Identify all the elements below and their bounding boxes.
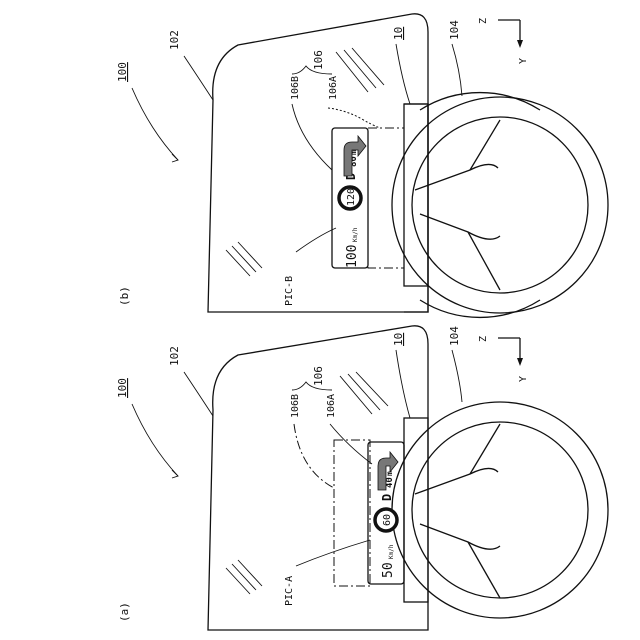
hud-picture-b: 100 Km/h 120 D 80 m: [332, 128, 368, 268]
axes-b: Z Y: [478, 18, 529, 64]
label-a: (a): [118, 602, 131, 622]
arrowhead-b-100: [172, 154, 178, 162]
ref-b-106a: 106A: [328, 76, 339, 100]
hud-a-speed: 50: [381, 562, 396, 578]
display-area-106a: [368, 128, 404, 268]
steering-wheel: [392, 402, 608, 618]
leader-b-100: [132, 88, 178, 160]
axis-b-z: Z: [478, 18, 489, 24]
picture-label-a: PIC-A: [284, 576, 295, 606]
hud-b-limit: 120: [346, 188, 357, 206]
leader-a-104: [452, 350, 462, 402]
hud-a-speed-unit: Km/h: [388, 544, 395, 559]
ref-a-102: 102: [168, 346, 181, 366]
ref-a-104: 104: [448, 326, 461, 346]
ref-a-106a: 106A: [326, 394, 337, 418]
hud-a-gear: D: [380, 494, 394, 501]
ref-b-106b: 106B: [290, 76, 301, 100]
windshield-glare: [226, 48, 384, 276]
ref-a-10: 10: [392, 333, 405, 346]
ref-b-10: 10: [392, 27, 405, 40]
device-10: [404, 418, 428, 602]
leader-b-102: [184, 56, 213, 100]
ref-a-100: 100: [116, 378, 129, 398]
ref-b-104: 104: [448, 20, 461, 40]
axes-a: Z Y: [478, 336, 529, 382]
picture-label-b: PIC-B: [284, 276, 295, 306]
leader-b-pic: [296, 228, 336, 252]
figure-b: 100 Km/h 120 D 80 m (b) 100 102 106 106B…: [116, 14, 608, 318]
arrowhead-a-100: [172, 470, 178, 478]
hud-picture-a: 50 Km/h 60 D 40 m: [368, 442, 404, 584]
leader-b-10: [396, 44, 410, 104]
axis-b-y: Y: [518, 58, 529, 64]
ref-b-100: 100: [116, 62, 129, 82]
leader-a-pic: [296, 540, 370, 566]
windshield-glare: [226, 372, 388, 594]
axis-a-z: Z: [478, 336, 489, 342]
leader-b-104: [452, 44, 462, 96]
leader-a-106b: [294, 424, 334, 488]
turn-arrow-icon-b: [344, 136, 366, 176]
leader-b-106b: [292, 104, 332, 170]
device-10: [404, 104, 428, 286]
hud-a-limit: 60: [382, 514, 393, 526]
leader-a-10: [396, 350, 410, 418]
ref-b-106: 106: [312, 50, 325, 70]
hud-b-speed-unit: Km/h: [352, 227, 359, 242]
hud-b-speed: 100: [345, 245, 360, 268]
figure-a: 50 Km/h 60 D 40 m (a) 100 102 106 106B 1…: [116, 326, 608, 630]
display-area-106b-link: [328, 108, 380, 128]
ref-a-106b: 106B: [290, 394, 301, 418]
leader-a-106a: [330, 424, 372, 464]
dashboard-housing: [404, 104, 428, 312]
axis-a-y: Y: [518, 376, 529, 382]
leader-a-100: [132, 404, 178, 476]
ref-a-106: 106: [312, 366, 325, 386]
display-area-106b: [334, 440, 370, 586]
hud-a-distance: 40: [385, 477, 395, 488]
steering-wheel: [392, 93, 608, 318]
leader-a-102: [184, 372, 213, 416]
label-b: (b): [118, 286, 131, 306]
ref-b-102: 102: [168, 30, 181, 50]
